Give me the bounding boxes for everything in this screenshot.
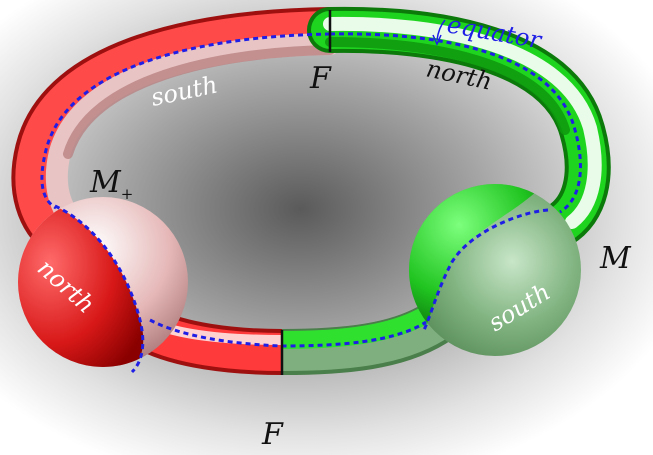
tube-top-left-pink-shade: [63, 45, 335, 159]
left-sphere-label: M+: [89, 165, 133, 203]
tube-bottom-right-green: [281, 304, 435, 349]
equator-arrow-head: [432, 34, 442, 46]
equator-top-left: [40, 32, 331, 210]
right-sphere: [409, 184, 581, 356]
tube-top-right-highlight: [323, 16, 602, 229]
equator-arrow: [436, 19, 446, 41]
tube-top-left-red: [15, 11, 349, 254]
tube-top-right-shade: [325, 37, 570, 135]
top-junction-label: F: [309, 61, 332, 96]
right-sphere-equator: [422, 208, 549, 331]
right-sphere-label: M: [599, 241, 632, 276]
left-sphere-sign: +: [121, 185, 134, 203]
left-sphere-equator: [54, 204, 145, 374]
left-sphere-name: M: [89, 165, 122, 200]
tube-top-left-pink: [45, 33, 341, 233]
bottom-junction-label: F: [261, 417, 284, 452]
